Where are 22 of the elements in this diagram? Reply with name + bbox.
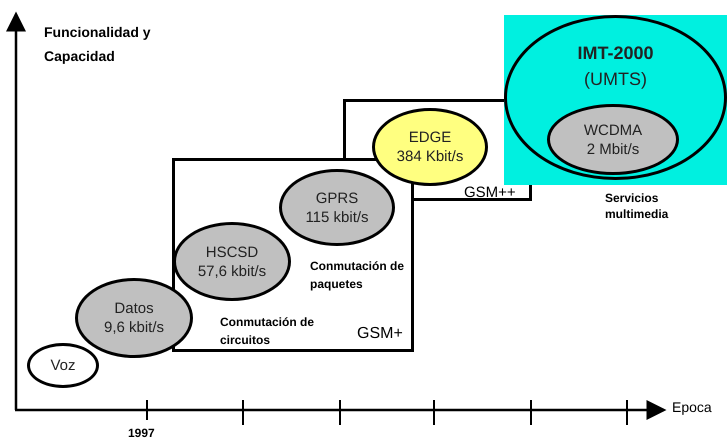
node-subtitle: 57,6 kbit/s bbox=[198, 262, 266, 280]
axis-label: Epoca bbox=[672, 398, 712, 416]
tick-label: 1997 bbox=[128, 425, 155, 442]
node-subtitle: (UMTS) bbox=[584, 68, 647, 91]
axis-title: Funcionalidad y Capacidad bbox=[44, 23, 152, 66]
node-title: IMT-2000 bbox=[577, 42, 654, 65]
node-subtitle: 2 Mbit/s bbox=[586, 140, 640, 158]
note-text: Conmutación de circuitos bbox=[220, 314, 316, 349]
node-title: WCDMA bbox=[584, 120, 642, 140]
node-subtitle: 115 kbit/s bbox=[305, 208, 369, 226]
node-subtitle: 9,6 kbit/s bbox=[104, 318, 164, 337]
node-title: Datos bbox=[114, 299, 154, 318]
node-title: HSCSD bbox=[206, 242, 258, 262]
node-title: GPRS bbox=[316, 188, 358, 208]
caption-text: Servicios multimedia bbox=[605, 190, 670, 222]
group-label: GSM++ bbox=[464, 184, 516, 201]
note-text: Conmutación de paquetes bbox=[310, 258, 406, 293]
node-subtitle: 384 Kbit/s bbox=[396, 147, 464, 166]
group-label: GSM+ bbox=[357, 325, 403, 343]
node-title: Voz bbox=[50, 356, 76, 375]
node-title: EDGE bbox=[408, 128, 452, 147]
ellipse-node bbox=[27, 343, 99, 388]
